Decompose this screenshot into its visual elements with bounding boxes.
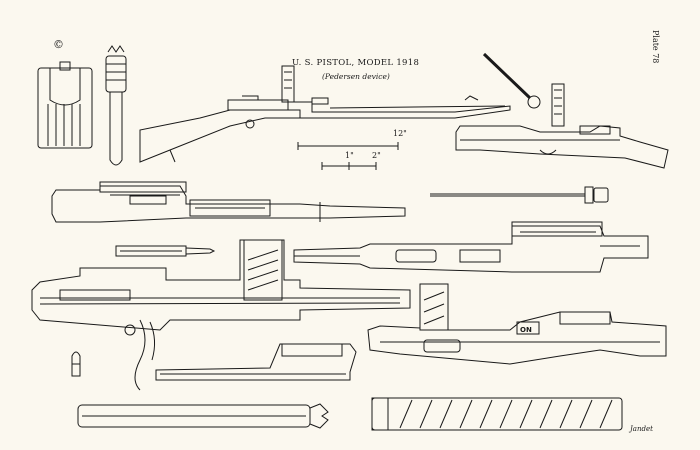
magazine-ribbed-illustration bbox=[372, 398, 622, 430]
scale-bars bbox=[298, 142, 398, 170]
scale-label-2in: 2" bbox=[372, 151, 381, 160]
plate-number-label: Plate 78 bbox=[651, 30, 660, 64]
rifle-action-partial-illustration bbox=[456, 54, 668, 168]
device-assembly-illustration bbox=[52, 182, 405, 222]
cartridge-illustration bbox=[72, 352, 80, 376]
copyright-mark: © bbox=[53, 38, 64, 51]
scale-label-1in: 1" bbox=[345, 151, 354, 160]
rifle-with-device-illustration bbox=[140, 66, 510, 162]
barrel-insert-illustration bbox=[116, 246, 214, 256]
receiver-cutaway-illustration bbox=[368, 284, 666, 364]
scabbard-illustration bbox=[106, 46, 126, 165]
on-safety-marking: ON bbox=[520, 326, 532, 334]
scale-label-12in: 12" bbox=[393, 129, 407, 138]
plate-title: U. S. PISTOL, MODEL 1918 bbox=[292, 58, 420, 68]
bolt-piece-illustration bbox=[156, 344, 356, 380]
magazine-pouch-illustration bbox=[38, 62, 92, 148]
device-cutaway-illustration bbox=[32, 240, 410, 390]
device-side-view-illustration bbox=[294, 222, 648, 272]
artist-signature: Jandet bbox=[630, 425, 653, 433]
magazine-side-illustration bbox=[78, 404, 328, 428]
plate-subtitle: (Pedersen device) bbox=[322, 72, 390, 81]
firing-pin-illustration bbox=[430, 187, 608, 203]
